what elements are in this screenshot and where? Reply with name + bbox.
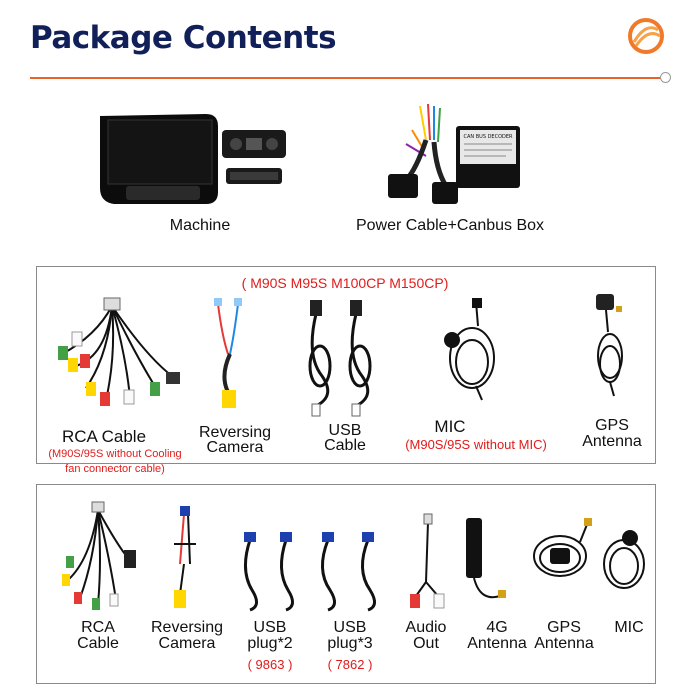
s1-usb-label-line2: Cable (324, 437, 366, 454)
s2-audio-label-line1: Audio (405, 619, 447, 636)
canbus-box-text: CAN BUS DECODER (463, 134, 513, 140)
s1-reversing-label-line1: Reversing (198, 424, 272, 441)
divider-end-dot (660, 72, 671, 83)
s1-mic-note: (M90S/95S without MIC) (405, 437, 547, 452)
s2-usb2-note: ( 9863 ) (247, 657, 293, 672)
s2-gps-label-line2: Antenna (534, 635, 594, 652)
s2-gps-label-line1: GPS (547, 619, 581, 636)
s2-4g-antenna-image (466, 518, 506, 599)
power-cable-canbus-label: Power Cable+Canbus Box (355, 217, 545, 234)
section-models-box (36, 266, 656, 464)
s2-usb3-note: ( 7862 ) (327, 657, 373, 672)
s2-rca-cable-image (62, 501, 136, 610)
head-unit-image (100, 114, 286, 204)
s2-audio-label-line2: Out (413, 635, 439, 652)
s2-gps-antenna-image (533, 518, 592, 577)
s1-gps-antenna-image (596, 294, 623, 397)
s1-mic-label: MIC (434, 417, 466, 436)
s2-reversing-label-line1: Reversing (150, 619, 224, 636)
machine-label: Machine (169, 217, 231, 234)
s1-rca-label: RCA Cable (61, 427, 147, 446)
header-divider (30, 77, 670, 79)
power-cable-canbus-image: CAN BUS DECODER (388, 103, 520, 204)
s1-rca-note-line1: (M90S/95S without Cooling (48, 448, 182, 460)
s1-gps-label-line1: GPS (595, 417, 629, 434)
s2-reversing-camera-image (174, 506, 196, 608)
s1-reversing-camera-image (214, 298, 242, 408)
models-note: ( M90S M95S M100CP M150CP) (241, 275, 449, 291)
s2-4g-label-line2: Antenna (467, 635, 527, 652)
s2-usb3-label-line2: plug*3 (327, 635, 373, 652)
s1-usb-cable-image (308, 300, 372, 417)
s2-mic-image (603, 530, 645, 589)
s2-rca-label-line1: RCA (81, 619, 115, 636)
s2-rca-label-line2: Cable (77, 635, 119, 652)
s1-usb-label-line1: USB (328, 422, 362, 439)
s2-usb2-label-line1: USB (253, 619, 287, 636)
s1-rca-note-line2: fan connector cable) (65, 463, 165, 475)
s2-4g-label-line1: 4G (486, 619, 508, 636)
s2-usb-plug3-image (321, 532, 376, 612)
s1-gps-label-line2: Antenna (582, 433, 642, 450)
page-title: Package Contents (30, 20, 337, 56)
s2-mic-label: MIC (614, 619, 644, 636)
s2-usb2-label-line2: plug*2 (247, 635, 293, 652)
s2-reversing-label-line2: Camera (158, 635, 216, 652)
s1-reversing-label-line2: Camera (206, 439, 264, 456)
s2-usb3-label-line1: USB (333, 619, 367, 636)
s2-audio-out-image (410, 513, 445, 609)
s2-usb-plug2-image (244, 532, 294, 612)
rca-cable-image (58, 297, 180, 406)
brand-logo-icon (628, 18, 664, 54)
section-extra-box (36, 484, 656, 684)
s1-mic-image (444, 298, 495, 401)
